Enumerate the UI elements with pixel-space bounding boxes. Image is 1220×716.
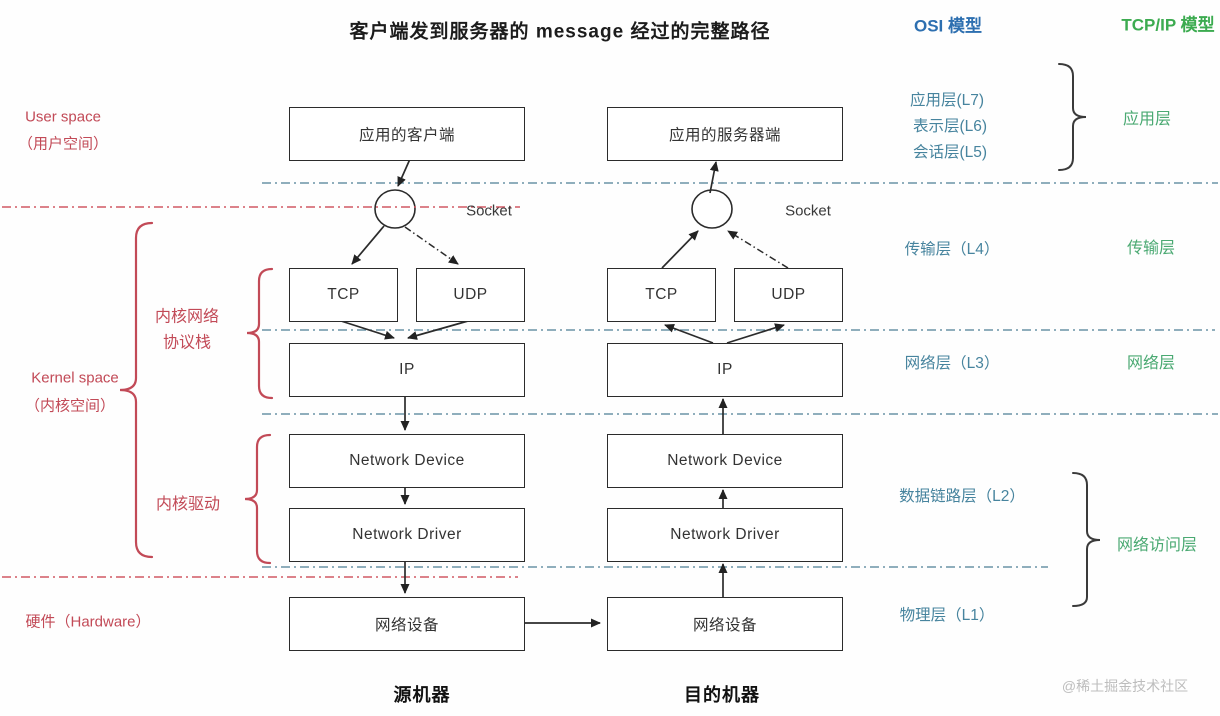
source-network-driver-box: Network Driver: [289, 508, 525, 562]
osi-layer-l7: 应用层(L7): [909, 92, 985, 109]
destination-nic-box: 网络设备: [607, 597, 843, 651]
osi-layer-l5: 会话层(L5): [912, 144, 988, 161]
osi-layer-l1: 物理层（L1）: [899, 607, 995, 624]
source-app-box: 应用的客户端: [289, 107, 525, 161]
destination-network-device-box: Network Device: [607, 434, 843, 488]
osi-layer-l4: 传输层（L4）: [904, 241, 1000, 258]
destination-app-box: 应用的服务器端: [607, 107, 843, 161]
socket-circle-destination: [691, 189, 733, 229]
source-udp-box: UDP: [416, 268, 525, 322]
tcpip-layer-network: 网络层: [1126, 355, 1176, 372]
kernel-stack-line2: 协议栈: [162, 334, 212, 351]
source-socket-label: Socket: [466, 202, 512, 220]
osi-layer-l6: 表示层(L6): [912, 118, 988, 135]
kernel-space-label-cn: （内核空间）: [24, 397, 116, 415]
osi-layer-l2: 数据链路层（L2）: [899, 488, 1025, 505]
page-title: 客户端发到服务器的 message 经过的完整路径: [349, 21, 771, 43]
source-nic-box: 网络设备: [289, 597, 525, 651]
source-tcp-box: TCP: [289, 268, 398, 322]
destination-socket-label: Socket: [785, 202, 831, 220]
kernel-driver-brace: [244, 433, 272, 565]
kernel-space-label-en: Kernel space: [31, 369, 119, 387]
user-space-label-en: User space: [25, 108, 101, 126]
destination-machine-label: 目的机器: [684, 685, 760, 705]
network-access-group-brace: [1072, 472, 1101, 607]
destination-ip-box: IP: [607, 343, 843, 397]
destination-tcp-box: TCP: [607, 268, 716, 322]
source-network-device-box: Network Device: [289, 434, 525, 488]
destination-flow-arrows: [661, 161, 789, 597]
kernel-network-stack-label: 内核网络 协议栈: [155, 304, 219, 355]
user-space-label-cn: （用户空间）: [17, 135, 109, 153]
tcpip-layer-application: 应用层: [1122, 111, 1172, 128]
watermark: @稀土掘金技术社区: [1061, 678, 1189, 694]
source-machine-label: 源机器: [393, 685, 451, 705]
kernel-space-brace: [119, 221, 154, 559]
osi-model-header: OSI 模型: [913, 16, 983, 36]
kernel-stack-brace: [246, 267, 274, 400]
source-flow-arrows: [340, 158, 601, 628]
osi-application-group-brace: [1058, 63, 1087, 171]
source-ip-box: IP: [289, 343, 525, 397]
kernel-stack-line1: 内核网络: [154, 308, 220, 326]
socket-circle-source: [374, 189, 416, 229]
tcpip-layer-network-access: 网络访问层: [1116, 537, 1198, 554]
layer-divider-lines: [2, 182, 1218, 578]
destination-network-driver-box: Network Driver: [607, 508, 843, 562]
tcpip-layer-transport: 传输层: [1126, 240, 1176, 257]
kernel-driver-label: 内核驱动: [155, 496, 221, 513]
osi-layer-l3: 网络层（L3）: [904, 355, 1000, 372]
tcpip-model-header: TCP/IP 模型: [1121, 15, 1215, 35]
destination-udp-box: UDP: [734, 268, 843, 322]
hardware-label: 硬件（Hardware）: [25, 613, 151, 631]
